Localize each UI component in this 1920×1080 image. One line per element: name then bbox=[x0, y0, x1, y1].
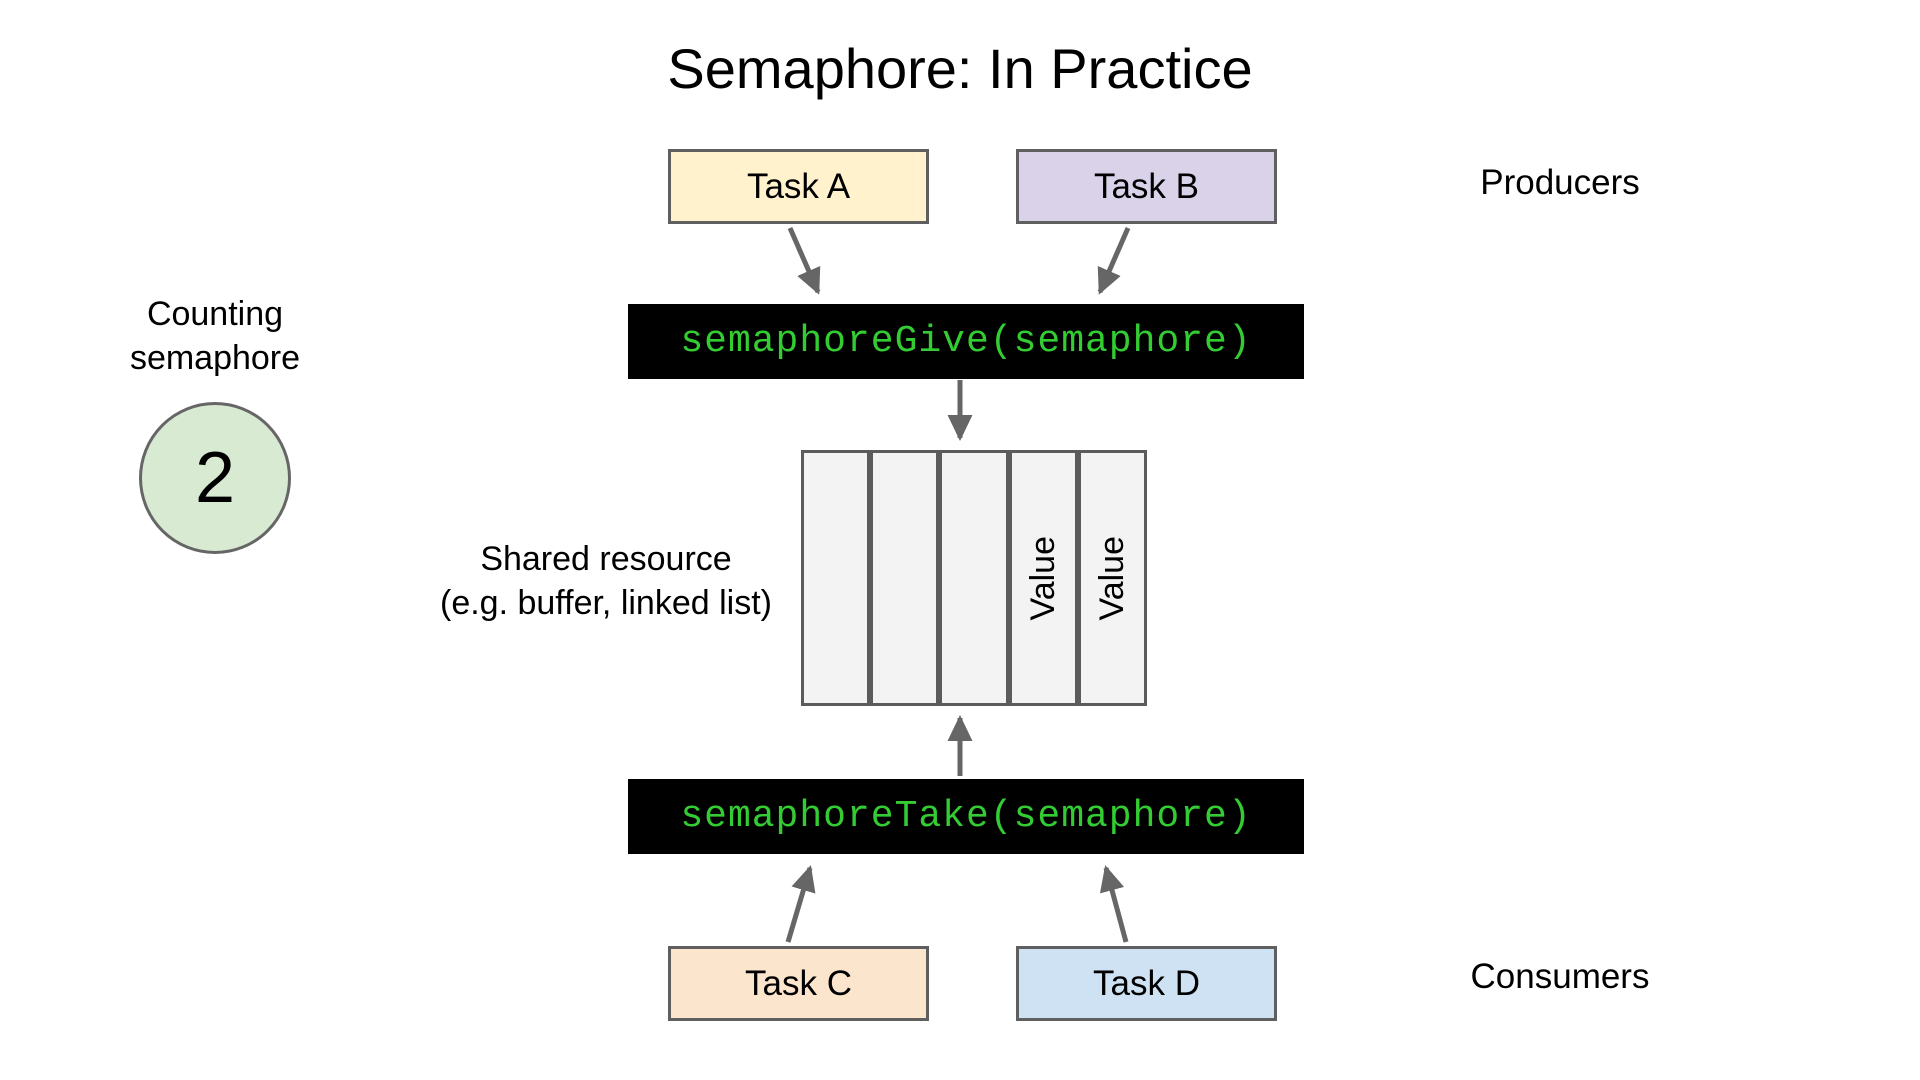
shared-buffer: Value Value bbox=[801, 450, 1148, 706]
buffer-cell bbox=[939, 450, 1009, 706]
semaphore-count-value: 2 bbox=[194, 438, 236, 518]
semaphore-take-code: semaphoreTake(semaphore) bbox=[680, 795, 1252, 838]
task-d-box: Task D bbox=[1016, 946, 1277, 1021]
arrow-task-d-to-take bbox=[1099, 865, 1129, 943]
counting-semaphore-label: Counting semaphore bbox=[129, 295, 301, 378]
buffer-cell: Value bbox=[1008, 450, 1078, 706]
shared-resource-line2: (e.g. buffer, linked list) bbox=[440, 584, 772, 623]
buffer-cell bbox=[801, 450, 871, 706]
task-a-box: Task A bbox=[668, 149, 929, 224]
buffer-cell bbox=[870, 450, 940, 706]
task-c-box: Task C bbox=[668, 946, 929, 1021]
task-d-label: Task D bbox=[1093, 963, 1200, 1003]
semaphore-give-code: semaphoreGive(semaphore) bbox=[680, 320, 1252, 363]
buffer-cell-value: Value bbox=[1023, 535, 1062, 621]
shared-resource-label: Shared resource (e.g. buffer, linked lis… bbox=[420, 537, 792, 625]
page-title: Semaphore: In Practice bbox=[667, 37, 1253, 100]
arrow-task-a-to-give bbox=[787, 226, 821, 295]
arrow-task-c-to-take bbox=[785, 865, 816, 943]
producers-label: Producers bbox=[1480, 163, 1640, 202]
buffer-cell-value: Value bbox=[1092, 535, 1131, 621]
task-b-box: Task B bbox=[1016, 149, 1277, 224]
task-a-label: Task A bbox=[746, 166, 851, 206]
semaphore-give-bar: semaphoreGive(semaphore) bbox=[628, 304, 1304, 379]
task-b-label: Task B bbox=[1093, 166, 1200, 206]
buffer-cell: Value bbox=[1077, 450, 1148, 706]
task-c-label: Task C bbox=[745, 963, 852, 1003]
arrow-task-b-to-give bbox=[1097, 226, 1131, 295]
shared-resource-line1: Shared resource bbox=[480, 540, 732, 578]
counting-semaphore-circle: 2 bbox=[139, 402, 291, 554]
consumers-label: Consumers bbox=[1470, 957, 1650, 996]
semaphore-take-bar: semaphoreTake(semaphore) bbox=[628, 779, 1304, 854]
